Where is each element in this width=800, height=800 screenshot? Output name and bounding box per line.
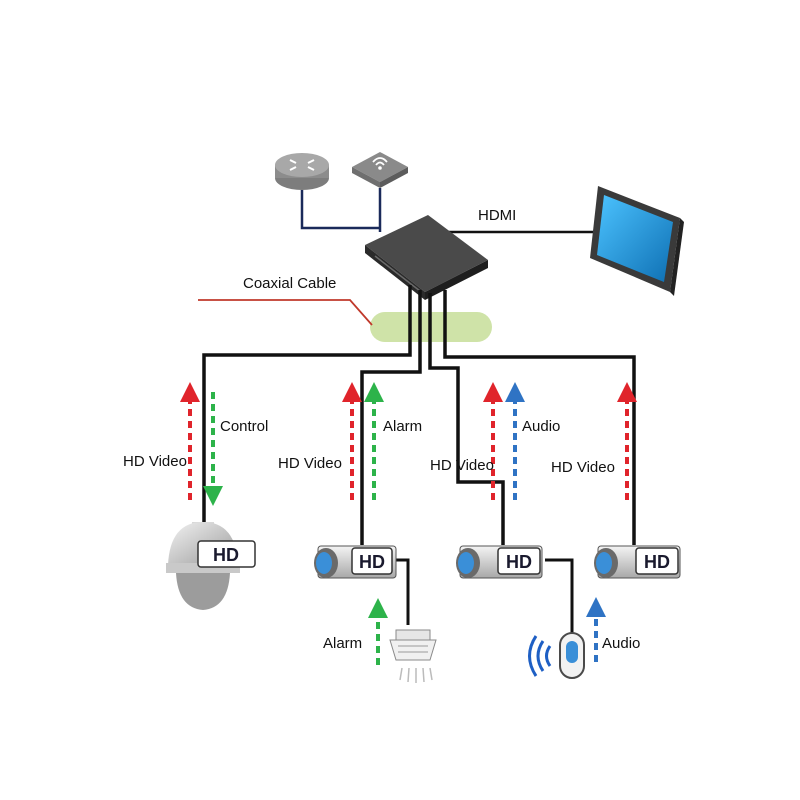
coaxial-cable-label: Coaxial Cable bbox=[243, 275, 336, 292]
audio-label-bottom: Audio bbox=[602, 635, 640, 652]
hd-video-label-cam3: HD Video bbox=[551, 459, 615, 476]
audio-label-top: Audio bbox=[522, 418, 560, 435]
hd-badge-ptz: HD bbox=[213, 545, 239, 565]
smoke-detector-icon bbox=[389, 629, 437, 683]
hd-video-label-cam2: HD Video bbox=[430, 457, 494, 474]
alarm-label-bottom: Alarm bbox=[323, 635, 362, 652]
coax-cables bbox=[202, 285, 636, 635]
monitor-icon bbox=[590, 186, 684, 296]
hdmi-label: HDMI bbox=[478, 207, 516, 224]
ptz-dome-camera: HD bbox=[166, 522, 256, 610]
coaxial-cable-pointer bbox=[198, 299, 373, 326]
box-camera-icon: HD bbox=[594, 545, 681, 579]
signal-arrows bbox=[180, 382, 637, 665]
audio-pickup-icon bbox=[528, 632, 585, 679]
dvr-box bbox=[365, 215, 488, 300]
hd-video-label-cam1: HD Video bbox=[278, 455, 342, 472]
box-camera-icon: HD bbox=[456, 545, 543, 579]
hd-video-label-ptz: HD Video bbox=[123, 453, 187, 470]
box-camera-icon: HD bbox=[314, 545, 397, 579]
control-label: Control bbox=[220, 418, 268, 435]
hd-badge-cam2: HD bbox=[506, 552, 532, 572]
router-icon bbox=[275, 153, 329, 190]
hd-badge-cam3: HD bbox=[644, 552, 670, 572]
network-links bbox=[300, 188, 382, 232]
alarm-label-top: Alarm bbox=[383, 418, 422, 435]
wireless-ap-icon bbox=[352, 152, 408, 188]
hd-badge-cam1: HD bbox=[359, 552, 385, 572]
